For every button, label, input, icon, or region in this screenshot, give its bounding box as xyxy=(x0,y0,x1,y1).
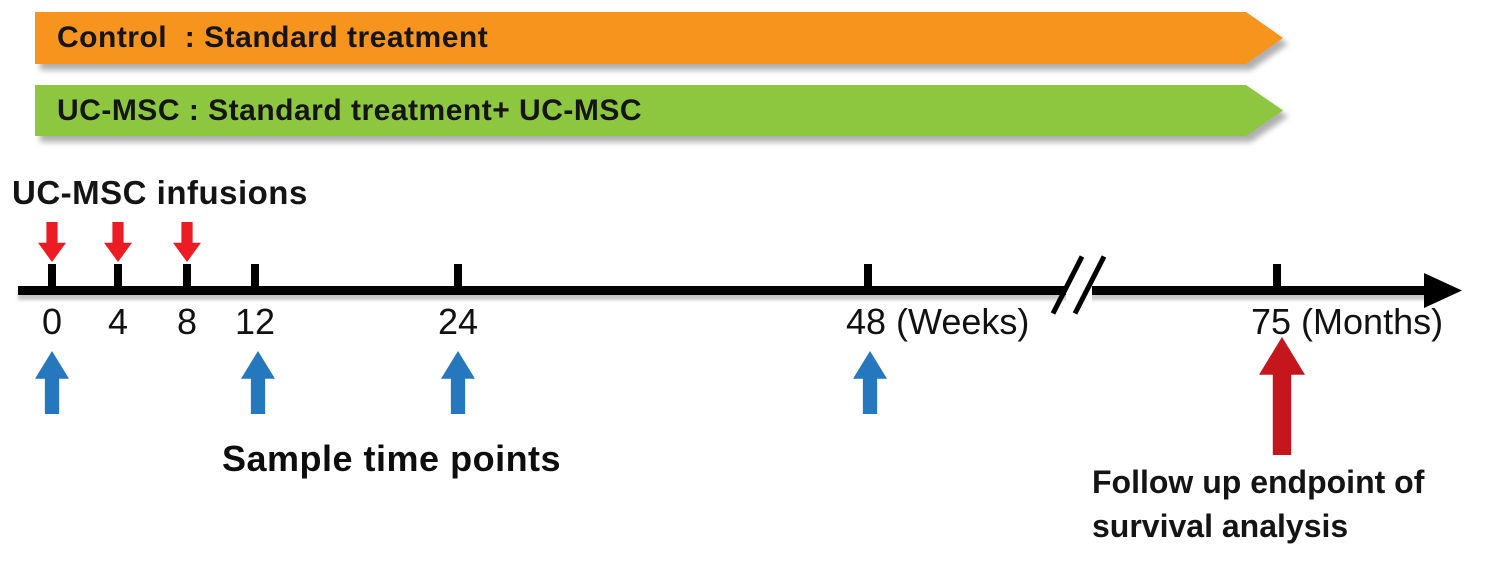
sample-time-points-heading: Sample time points xyxy=(222,438,562,479)
tick-label-12: 12 xyxy=(234,301,276,342)
infusion-arrow-week0-icon xyxy=(38,222,66,262)
tick-label-0: 0 xyxy=(41,301,63,342)
followup-heading: Follow up endpoint of survival analysis xyxy=(1092,460,1424,548)
tick-label-24: 24 xyxy=(437,301,479,342)
followup-heading-line1: Follow up endpoint of xyxy=(1092,464,1425,500)
sample-arrow-week0-icon xyxy=(35,351,69,414)
infusion-arrow-week8-icon xyxy=(173,222,201,262)
ucmsc-arm-label: UC-MSC : Standard treatment+ UC-MSC xyxy=(57,93,643,127)
control-arm-banner-shape: Control : Standard treatment xyxy=(35,12,1283,64)
tick-week24 xyxy=(454,264,462,288)
tick-month75 xyxy=(1273,264,1281,288)
sample-arrow-week12-icon xyxy=(241,351,275,414)
sample-arrow-week24-icon xyxy=(441,351,475,414)
control-arm-banner: Control : Standard treatment xyxy=(35,12,1283,64)
tick-label-4: 4 xyxy=(107,301,129,342)
infusion-arrow-week4-icon xyxy=(104,222,132,262)
timeline-axis xyxy=(18,286,1428,295)
tick-week12 xyxy=(251,264,259,288)
sample-arrow-week48-icon xyxy=(853,351,887,414)
control-arm-label: Control : Standard treatment xyxy=(57,21,489,54)
tick-label-48-weeks: 48 (Weeks) xyxy=(846,301,1030,342)
tick-week48 xyxy=(864,264,872,288)
tick-week4 xyxy=(114,264,122,288)
ucmsc-arm-banner: UC-MSC : Standard treatment+ UC-MSC xyxy=(35,85,1283,136)
tick-week8 xyxy=(183,264,191,288)
tick-label-75-months: 75 (Months) xyxy=(1251,301,1444,342)
tick-label-8: 8 xyxy=(176,301,198,342)
followup-heading-line2: survival analysis xyxy=(1092,508,1349,544)
ucmsc-arm-banner-shape: UC-MSC : Standard treatment+ UC-MSC xyxy=(35,85,1283,136)
infusions-heading: UC-MSC infusions xyxy=(12,174,308,211)
followup-endpoint-arrow-icon xyxy=(1259,337,1305,455)
tick-week0 xyxy=(48,264,56,288)
